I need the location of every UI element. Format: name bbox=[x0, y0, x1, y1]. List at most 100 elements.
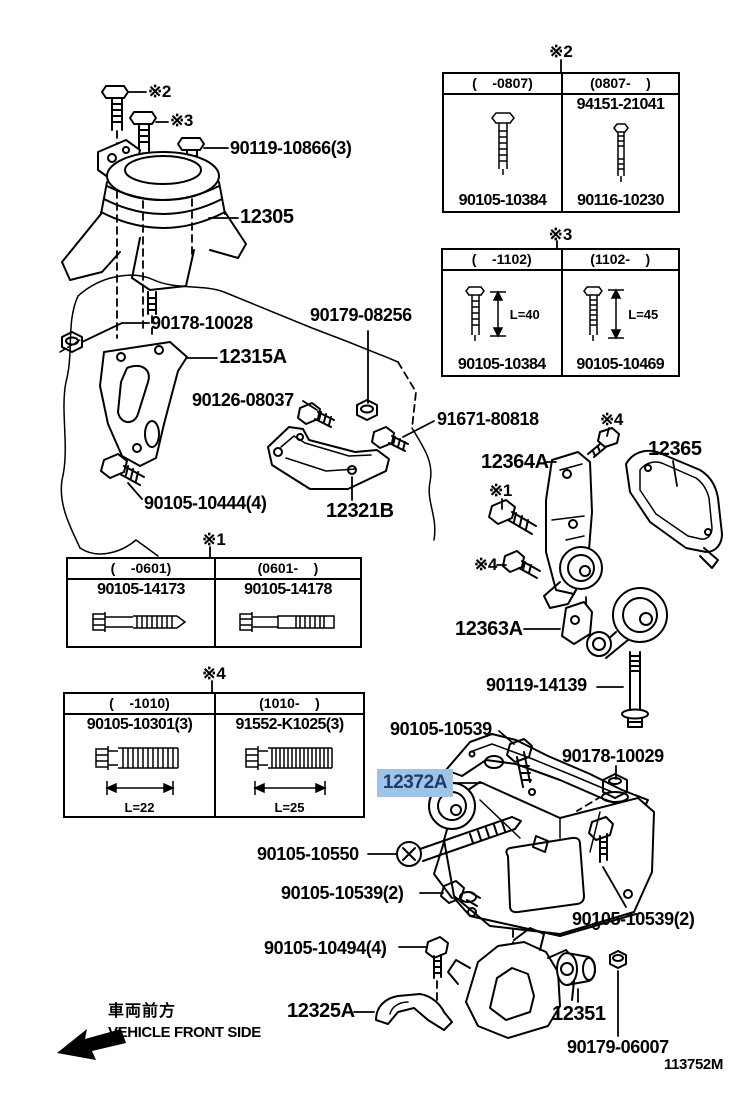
callout-90105-10539[interactable]: 90105-10539 bbox=[390, 719, 492, 739]
table2-part-right-top[interactable]: 94151-21041 bbox=[576, 96, 665, 113]
table3-part-right[interactable]: 90105-10469 bbox=[576, 356, 665, 373]
table4-part-left[interactable]: 90105-10301(3) bbox=[86, 716, 193, 733]
table3-col-left: ( -1102) bbox=[471, 251, 532, 267]
table2-part-left[interactable]: 90105-10384 bbox=[458, 192, 547, 209]
length-arrow-glyph bbox=[489, 290, 506, 338]
table2-col-left: ( -0807) bbox=[472, 75, 533, 91]
bolt-ref4-top bbox=[587, 427, 620, 458]
engine-mount-12305 bbox=[61, 139, 247, 315]
damper-12351 bbox=[556, 952, 596, 986]
table2-cell-right: 94151-21041 90116-10230 bbox=[561, 95, 678, 211]
bolt-90105-10539-2-left bbox=[440, 880, 481, 907]
callout-90178-10029[interactable]: 90178-10029 bbox=[562, 746, 664, 766]
ref-mark-1: ※1 bbox=[489, 481, 512, 500]
table4-cell-right: 91552-K1025(3) bbox=[214, 715, 363, 816]
table3-cell-right: L=45 90105-10469 bbox=[560, 271, 679, 375]
table4-cell-left: 90105-10301(3) bbox=[65, 715, 214, 816]
stud-glyph bbox=[612, 123, 629, 182]
table4-note: ※4 bbox=[202, 664, 226, 683]
callout-12305[interactable]: 12305 bbox=[240, 206, 294, 228]
callout-12363A[interactable]: 12363A bbox=[455, 618, 523, 640]
callout-90178-10028[interactable]: 90178-10028 bbox=[151, 313, 253, 333]
bolt-90105-10539-2-right bbox=[588, 816, 614, 863]
table3-note: ※3 bbox=[548, 225, 573, 244]
callout-90119-10866[interactable]: 90119-10866(3) bbox=[230, 138, 352, 158]
table1-part-left[interactable]: 90105-14173 bbox=[97, 581, 185, 598]
callout-90105-10539-2-left[interactable]: 90105-10539(2) bbox=[281, 883, 404, 903]
bolt-91671-80818 bbox=[371, 426, 409, 452]
ref-mark-4-top: ※4 bbox=[600, 410, 623, 429]
table1-col-left: ( -0601) bbox=[110, 560, 172, 576]
bolt-ref4-mid bbox=[502, 550, 541, 579]
table4-part-right[interactable]: 91552-K1025(3) bbox=[235, 716, 344, 733]
callout-90105-10494[interactable]: 90105-10494(4) bbox=[264, 938, 387, 958]
table4-length-right: L=25 bbox=[274, 800, 305, 815]
callout-90119-14139[interactable]: 90119-14139 bbox=[486, 675, 587, 695]
table2-cell-left: 90105-10384 bbox=[444, 95, 561, 211]
callout-90105-10444[interactable]: 90105-10444(4) bbox=[144, 493, 267, 513]
bracket-12321B bbox=[267, 426, 390, 490]
variant-table-2: ( -0807) (0807- ) 90105-10384 94151-2104… bbox=[442, 72, 680, 213]
bolt-90105-10539 bbox=[506, 738, 533, 788]
variant-table-1: ( -0601) (0601- ) 90105-14173 bbox=[66, 557, 362, 648]
bracket-12364A bbox=[543, 451, 603, 609]
flange-bolt-glyph bbox=[244, 745, 333, 770]
variant-table-4: ( -1010) (1010- ) 90105-10301(3) bbox=[63, 692, 365, 818]
bolt-90126-08037 bbox=[297, 402, 335, 428]
callout-12325A[interactable]: 12325A bbox=[287, 1000, 355, 1022]
table3-length-right: L=45 bbox=[628, 306, 659, 322]
table1-col-right: (0601- ) bbox=[214, 559, 360, 578]
bolt-ref2 bbox=[101, 85, 129, 131]
vehicle-front-label-en: VEHICLE FRONT SIDE bbox=[108, 1024, 261, 1041]
callout-91671-80818[interactable]: 91671-80818 bbox=[437, 409, 539, 429]
vehicle-front-label-jp: 車両前方 bbox=[108, 1003, 177, 1020]
bolt-glyph bbox=[464, 286, 485, 341]
callout-12351[interactable]: 12351 bbox=[552, 1003, 606, 1025]
callout-90105-10539-2-right[interactable]: 90105-10539(2) bbox=[572, 909, 695, 929]
callout-12364A[interactable]: 12364A bbox=[481, 451, 549, 473]
nut-90178-10028 bbox=[61, 331, 83, 353]
table3-cell-left: L=40 90105-10384 bbox=[443, 271, 561, 375]
callout-90105-10550[interactable]: 90105-10550 bbox=[257, 844, 359, 864]
table3-col-right: (1102- ) bbox=[560, 250, 679, 269]
callout-12315A[interactable]: 12315A bbox=[219, 346, 287, 368]
length-dimension-glyph bbox=[104, 781, 175, 795]
length-arrow-glyph bbox=[608, 288, 625, 340]
table-note-ticks bbox=[209, 59, 562, 693]
horizontal-bolt-glyph bbox=[239, 612, 335, 632]
table4-length-left: L=22 bbox=[124, 800, 155, 815]
bolt-ref1 bbox=[488, 499, 537, 535]
table1-note: ※1 bbox=[202, 530, 226, 549]
stay-12325A bbox=[375, 993, 453, 1031]
table4-col-right: (1010- ) bbox=[214, 694, 363, 713]
bolt-ref3 bbox=[129, 111, 157, 152]
callout-90126-08037[interactable]: 90126-08037 bbox=[192, 390, 294, 410]
bolt-glyph bbox=[490, 112, 515, 175]
bolt-glyph bbox=[583, 286, 604, 341]
callout-12321B[interactable]: 12321B bbox=[326, 500, 394, 522]
table1-part-right[interactable]: 90105-14178 bbox=[244, 581, 332, 598]
table2-note: ※2 bbox=[549, 42, 573, 61]
plate-12365 bbox=[625, 449, 723, 569]
flange-bolt-glyph bbox=[94, 745, 179, 770]
table1-cell-left: 90105-14173 bbox=[68, 580, 214, 646]
table4-col-left: ( -1010) bbox=[109, 695, 170, 711]
table2-col-right: (0807- ) bbox=[561, 74, 678, 93]
callout-90179-08256[interactable]: 90179-08256 bbox=[310, 305, 412, 325]
callout-12372A-highlighted[interactable]: 12372A bbox=[377, 769, 453, 797]
bolt-90105-10494 bbox=[425, 936, 449, 979]
table2-part-right-bottom[interactable]: 90116-10230 bbox=[577, 192, 664, 209]
bolt-90105-10444 bbox=[100, 453, 145, 486]
table1-cell-right: 90105-14178 bbox=[214, 580, 360, 646]
callout-90179-06007[interactable]: 90179-06007 bbox=[567, 1037, 669, 1057]
ref-mark-4-mid: ※4 bbox=[474, 555, 497, 574]
bracket-12315A bbox=[99, 341, 188, 467]
bolt-90105-10550 bbox=[396, 816, 522, 867]
table3-part-left[interactable]: 90105-10384 bbox=[457, 356, 546, 373]
ref-mark-3: ※3 bbox=[170, 111, 193, 130]
bolt-90119-14139 bbox=[621, 651, 649, 728]
table3-length-left: L=40 bbox=[509, 306, 540, 322]
callout-12365[interactable]: 12365 bbox=[648, 438, 702, 460]
